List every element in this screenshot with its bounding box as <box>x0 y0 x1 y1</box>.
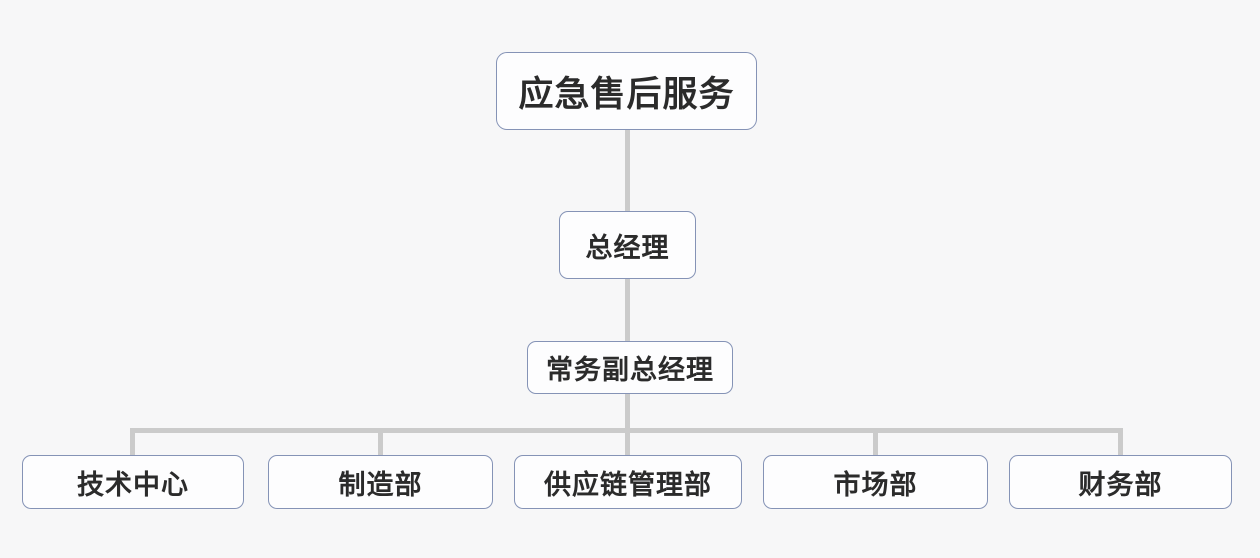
org-node-finance-label: 财务部 <box>1078 469 1163 500</box>
org-node-finance: 财务部 <box>1009 455 1232 509</box>
org-node-general-manager: 总经理 <box>559 211 696 279</box>
org-node-deputy-general-manager: 常务副总经理 <box>527 341 733 394</box>
org-node-marketing: 市场部 <box>763 455 988 509</box>
org-node-root: 应急售后服务 <box>496 52 757 130</box>
connector-drop-marketing <box>873 428 878 455</box>
org-node-marketing-label: 市场部 <box>833 469 918 500</box>
org-node-general-manager-label: 总经理 <box>585 232 670 263</box>
connector-gm-to-dgm <box>625 279 630 341</box>
org-node-manufacturing: 制造部 <box>268 455 493 509</box>
org-node-supply-chain-label: 供应链管理部 <box>544 469 712 500</box>
org-node-supply-chain: 供应链管理部 <box>514 455 742 509</box>
org-node-tech-center: 技术中心 <box>22 455 244 509</box>
connector-drop-finance <box>1118 428 1123 455</box>
org-node-deputy-general-manager-label: 常务副总经理 <box>546 355 714 385</box>
org-node-tech-center-label: 技术中心 <box>77 469 189 500</box>
connector-root-to-gm <box>625 130 630 211</box>
connector-drop-tech-center <box>130 428 135 455</box>
connector-drop-manufacturing <box>378 428 383 455</box>
connector-horizontal-rail <box>130 428 1123 433</box>
org-node-root-label: 应急售后服务 <box>518 74 735 114</box>
org-node-manufacturing-label: 制造部 <box>338 469 423 500</box>
connector-dgm-to-children <box>625 394 630 455</box>
